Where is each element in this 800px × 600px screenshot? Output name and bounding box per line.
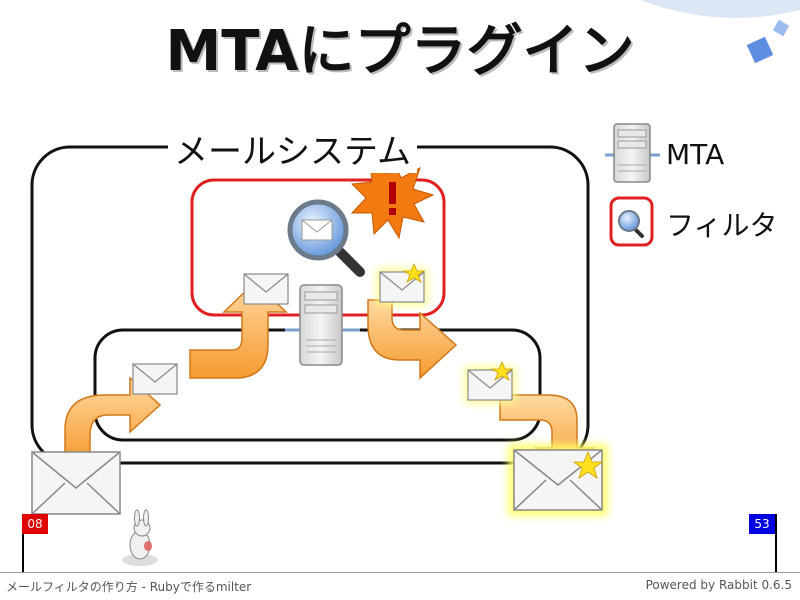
- envelope-icon: [243, 273, 289, 305]
- current-page-flag: 08: [22, 514, 48, 534]
- envelope-icon: [31, 451, 121, 515]
- envelope-icon: [132, 363, 178, 395]
- footer-powered-by: Powered by Rabbit 0.6.5: [645, 578, 792, 592]
- slide-title: MTAにプラグイン: [165, 19, 635, 84]
- mta-server-icon: [285, 284, 360, 366]
- legend-filter-icon: [609, 196, 654, 247]
- footer-divider: [0, 572, 800, 573]
- end-flag-pole: [775, 514, 777, 572]
- mail-system-label: メールシステム: [168, 124, 417, 173]
- starred-envelope-icon: [376, 262, 428, 306]
- rabbit-mascot-icon: [122, 509, 158, 566]
- legend-server-icon: [605, 123, 660, 183]
- footer-presentation-title: メールフィルタの作り方 - Rubyで作るmilter: [6, 580, 252, 594]
- flow-arrow-1: [64, 376, 162, 463]
- alert-starburst-icon: [350, 156, 435, 240]
- magnifier-icon: [287, 199, 365, 277]
- flow-arrow-3: [367, 299, 458, 380]
- flow-arrow-2: [189, 280, 288, 379]
- legend-mta-label: MTA: [666, 138, 725, 171]
- legend-filter-label: フィルタ: [666, 209, 778, 242]
- starred-envelope-icon: [464, 360, 516, 404]
- decorative-corner-graphic: [640, 0, 800, 64]
- start-flag-pole: [22, 514, 24, 572]
- total-pages-flag: 53: [749, 514, 775, 534]
- starred-envelope-icon: [508, 444, 608, 516]
